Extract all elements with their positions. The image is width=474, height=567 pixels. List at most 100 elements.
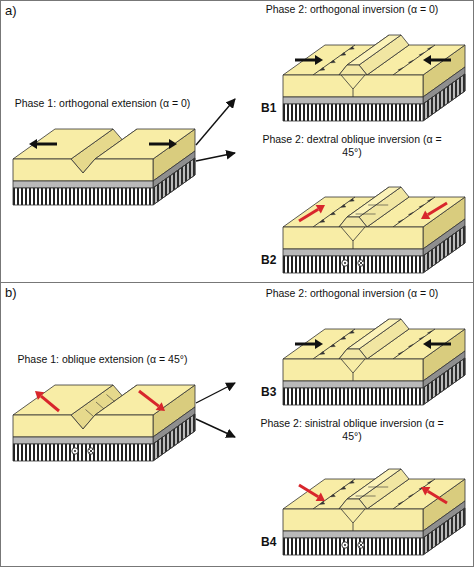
oblique-fault-trace: [356, 496, 376, 497]
thrust-tooth: [320, 352, 325, 355]
ridge-front: [339, 499, 367, 509]
basement-fault: [353, 373, 354, 381]
thrust-tooth: [330, 494, 335, 497]
kinematic-arrow: [295, 59, 315, 62]
basement: [283, 388, 423, 405]
into-plane-cross: [89, 449, 93, 453]
thrust-tooth: [320, 68, 325, 71]
basement: [283, 104, 423, 121]
block-diagram: [279, 31, 469, 125]
block-illustration: [279, 183, 469, 281]
thrust-tooth: [419, 337, 424, 340]
top-surface: [13, 385, 113, 415]
thrust-tooth: [341, 487, 346, 490]
inverted-graben: [341, 509, 365, 523]
basement: [283, 538, 423, 555]
inverted-graben: [341, 359, 365, 373]
phase-title: Phase 1: oblique extension (α = 45°): [5, 353, 200, 366]
into-plane-symbol: [358, 260, 364, 266]
block-illustration: [9, 371, 199, 469]
arrow-head: [423, 55, 431, 65]
ridge-front: [339, 217, 367, 227]
into-plane-cross: [359, 543, 363, 547]
thrust-fault: [393, 197, 435, 227]
inverted-graben: [341, 227, 365, 241]
viscous-layer: [13, 181, 153, 188]
phase-arrow: [196, 153, 235, 161]
basement-fault: [353, 89, 354, 97]
viscous-layer: [13, 437, 153, 444]
block-model: Phase 1: orthogonal extension (α = 0): [5, 93, 200, 213]
side-basement: [423, 508, 465, 555]
kinematic-arrow: [431, 343, 451, 346]
kinematic-arrow: [295, 343, 315, 346]
thrust-tooth: [330, 344, 335, 347]
front-face: [283, 359, 423, 381]
block-diagram: [9, 115, 199, 209]
phase-arrow: [196, 419, 235, 437]
out-of-plane-symbol: [342, 542, 348, 548]
oblique-fault-trace: [107, 395, 115, 402]
viscous-layer: [283, 531, 423, 538]
block-illustration: [279, 465, 469, 563]
thrust-tooth: [427, 481, 432, 484]
thrust-tooth: [408, 344, 413, 347]
block-model: Phase 1: oblique extension (α = 45°): [5, 349, 200, 473]
block-illustration: [9, 115, 199, 213]
figure-panel: b)Phase 1: oblique extension (α = 45°)Ph…: [0, 283, 474, 567]
block-diagram: [279, 465, 469, 559]
arrow-head: [156, 402, 165, 411]
arrow-head: [423, 339, 431, 349]
basement-fault: [353, 523, 354, 531]
side-shade: [423, 508, 465, 555]
viscous-layer: [283, 97, 423, 104]
thrust-fault: [393, 479, 435, 509]
phase-title: Phase 2: dextral oblique inversion (α = …: [257, 133, 447, 159]
model-label: B1: [261, 101, 276, 115]
out-of-plane-symbol: [344, 262, 346, 264]
oblique-fault-trace: [356, 214, 376, 215]
arrow-head: [421, 211, 430, 220]
side-basement: [153, 158, 195, 205]
kinematic-arrow: [428, 491, 447, 503]
thrust-tooth: [408, 212, 413, 215]
thrust-fault: [313, 197, 355, 227]
arrow-head: [315, 55, 323, 65]
ridge-top: [347, 319, 401, 349]
top-surface: [95, 385, 195, 415]
out-of-plane-symbol: [342, 260, 348, 266]
basement-fault: [353, 241, 354, 249]
thrust-tooth: [349, 47, 354, 50]
kinematic-arrow: [37, 143, 57, 146]
into-plane-cross: [359, 261, 363, 265]
model-label: B3: [261, 385, 276, 399]
figure-panel: a)Phase 1: orthogonal extension (α = 0)P…: [0, 0, 474, 283]
ridge-top: [347, 187, 401, 217]
arrow-head: [316, 493, 325, 502]
thrust-tooth: [398, 502, 403, 505]
side-basement: [423, 226, 465, 273]
thrust-tooth: [320, 502, 325, 505]
thrust-tooth: [349, 331, 354, 334]
thrust-tooth: [398, 220, 403, 223]
basement: [283, 256, 423, 273]
side-basement: [153, 414, 195, 461]
thrust-tooth: [419, 53, 424, 56]
kinematic-arrow: [299, 485, 318, 497]
thrust-tooth: [341, 53, 346, 56]
thrust-tooth: [427, 199, 432, 202]
phase-title: Phase 2: orthogonal inversion (α = 0): [233, 3, 471, 16]
oblique-fault-trace: [368, 205, 388, 206]
block-model: Phase 2: sinistral oblique inversion (α …: [233, 417, 471, 563]
side-basement: [423, 358, 465, 405]
thrust-tooth: [330, 60, 335, 63]
ridge-front: [339, 349, 367, 359]
block-diagram: [279, 315, 469, 409]
thrust-tooth: [398, 68, 403, 71]
block-diagram: [9, 371, 199, 465]
out-of-plane-symbol: [72, 448, 78, 454]
top-surface: [13, 129, 113, 159]
thrust-tooth: [320, 220, 325, 223]
phase-title: Phase 2: sinistral oblique inversion (α …: [252, 417, 452, 443]
side-shade: [423, 358, 465, 405]
